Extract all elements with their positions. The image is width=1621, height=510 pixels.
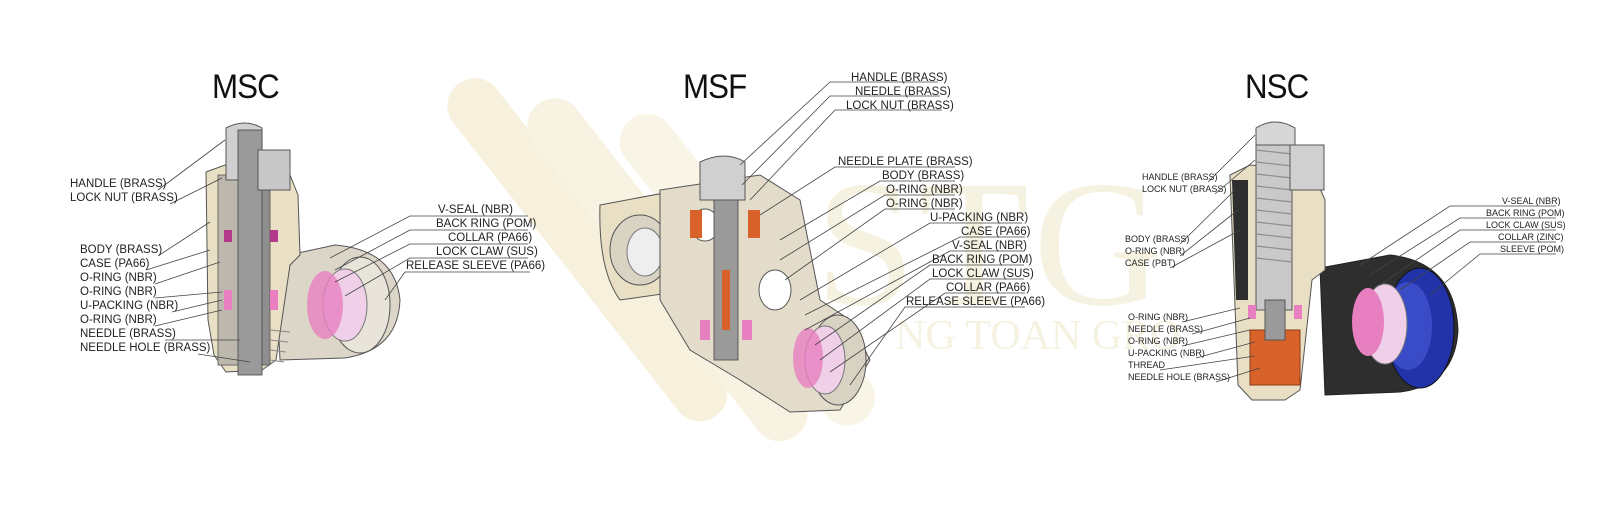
nsc-label-lock-nut: LOCK NUT (BRASS) [1142, 184, 1227, 194]
msc-label-collar: COLLAR (PA66) [448, 232, 533, 244]
msf-label-lock-nut: LOCK NUT (BRASS) [846, 100, 954, 112]
msf-label-collar: COLLAR (PA66) [946, 282, 1031, 294]
msc-title: MSC [212, 68, 280, 106]
msc-label-release-sleeve: RELEASE SLEEVE (PA66) [406, 260, 546, 272]
msc-label-o-ring-2: O-RING (NBR) [80, 286, 157, 298]
msc-label-u-packing: U-PACKING (NBR) [80, 300, 179, 312]
nsc-label-o-ring-3: O-RING (NBR) [1128, 336, 1188, 346]
msf-label-release-sleeve: RELEASE SLEEVE (PA66) [906, 296, 1046, 308]
msc-label-needle: NEEDLE (BRASS) [80, 328, 176, 340]
msf-label-v-seal: V-SEAL (NBR) [952, 240, 1027, 252]
watermark-logo-text: STG [815, 144, 1168, 343]
msc-label-handle: HANDLE (BRASS) [70, 178, 167, 190]
nsc-label-needle: NEEDLE (BRASS) [1128, 324, 1204, 334]
msc-label-lock-nut: LOCK NUT (BRASS) [70, 192, 178, 204]
msf-label-needle: NEEDLE (BRASS) [855, 86, 951, 98]
msc-label-case: CASE (PA66) [80, 258, 150, 270]
msf-label-lock-claw: LOCK CLAW (SUS) [932, 268, 1034, 280]
nsc-label-sleeve: SLEEVE (POM) [1500, 244, 1565, 254]
nsc-label-lock-claw: LOCK CLAW (SUS) [1486, 220, 1566, 230]
msc-label-o-ring-1: O-RING (NBR) [80, 272, 157, 284]
nsc-label-collar: COLLAR (ZINC) [1498, 232, 1564, 242]
watermark-company-text: NG TOAN GRO [895, 313, 1181, 359]
nsc-label-back-ring: BACK RING (POM) [1486, 208, 1565, 218]
msc-label-back-ring: BACK RING (POM) [436, 218, 537, 230]
msc-label-needle-hole: NEEDLE HOLE (BRASS) [80, 342, 211, 354]
msf-label-u-packing: U-PACKING (NBR) [930, 212, 1029, 224]
nsc-label-handle: HANDLE (BRASS) [1142, 172, 1218, 182]
msf-label-needle-plate: NEEDLE PLATE (BRASS) [838, 156, 973, 168]
msf-label-o-ring-1: O-RING (NBR) [886, 184, 963, 196]
nsc-label-o-ring-1: O-RING (NBR) [1125, 246, 1185, 256]
nsc-label-case: CASE (PBT) [1125, 258, 1176, 268]
nsc-label-v-seal: V-SEAL (NBR) [1502, 196, 1561, 206]
nsc-label-o-ring-2: O-RING (NBR) [1128, 312, 1188, 322]
nsc-title: NSC [1245, 68, 1309, 106]
nsc-label-body: BODY (BRASS) [1125, 234, 1190, 244]
msc-label-lock-claw: LOCK CLAW (SUS) [436, 246, 538, 258]
msf-label-body: BODY (BRASS) [882, 170, 965, 182]
nsc-label-thread: THREAD [1128, 360, 1166, 370]
msc-label-o-ring-3: O-RING (NBR) [80, 314, 157, 326]
msf-label-o-ring-2: O-RING (NBR) [886, 198, 963, 210]
msc-label-v-seal: V-SEAL (NBR) [438, 204, 513, 216]
msf-label-handle: HANDLE (BRASS) [851, 72, 948, 84]
msf-title: MSF [683, 68, 747, 106]
msf-label-case: CASE (PA66) [961, 226, 1031, 238]
nsc-label-needle-hole: NEEDLE HOLE (BRASS) [1128, 372, 1231, 382]
msf-label-back-ring: BACK RING (POM) [932, 254, 1033, 266]
nsc-label-u-packing: U-PACKING (NBR) [1128, 348, 1205, 358]
msc-label-body: BODY (BRASS) [80, 244, 163, 256]
